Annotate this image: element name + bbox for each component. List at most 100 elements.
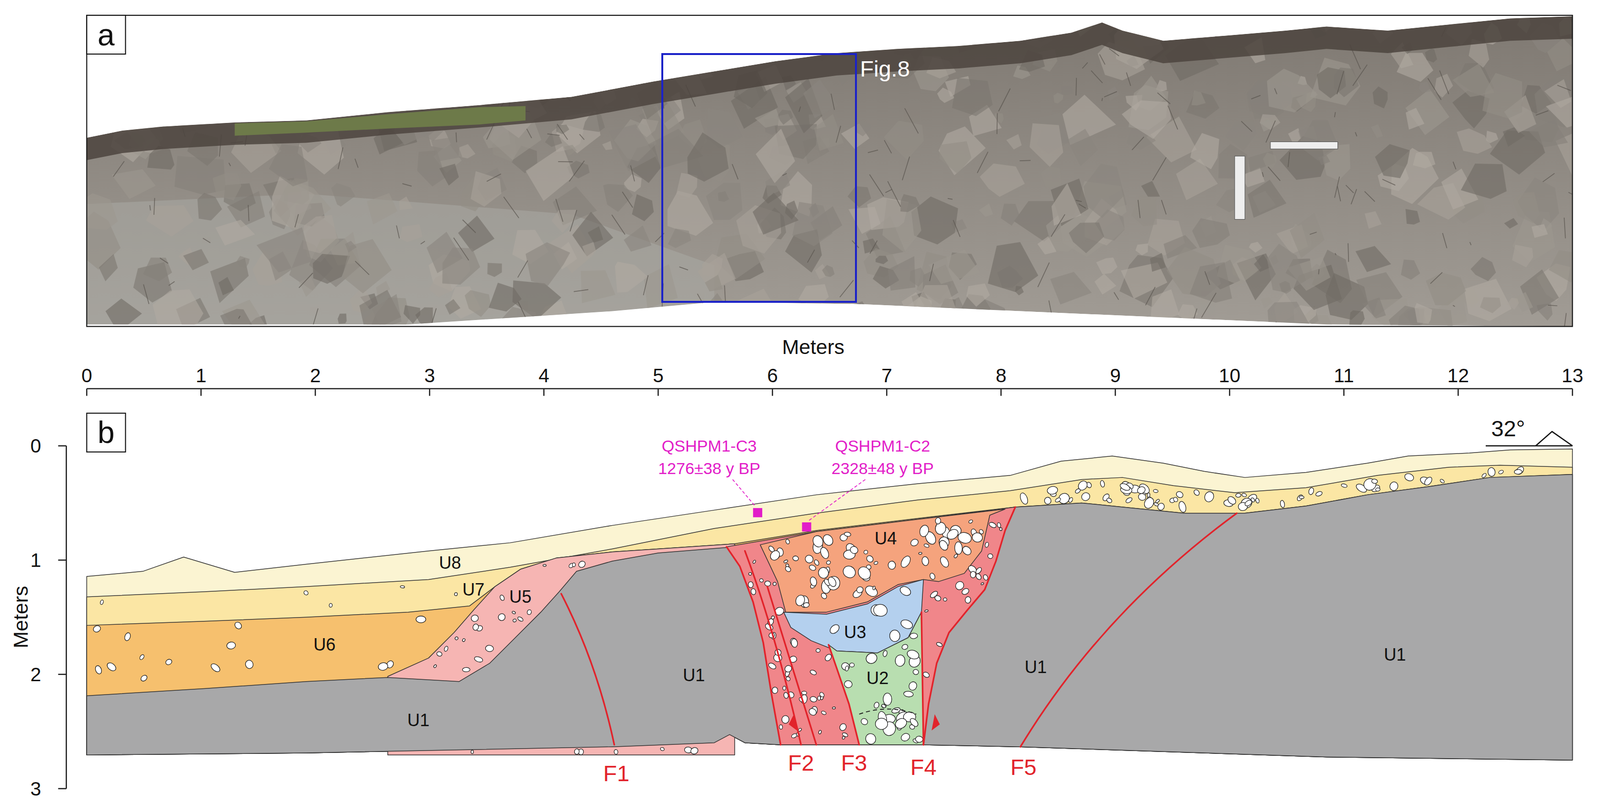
clast	[909, 632, 918, 639]
rock-crack	[1542, 173, 1555, 182]
fault-label: F2	[788, 751, 815, 775]
rock-crack	[977, 151, 988, 173]
rock-crack	[905, 40, 908, 44]
rock-face	[339, 39, 358, 56]
rock-face	[98, 253, 118, 282]
clast	[1255, 497, 1261, 504]
rock-face	[1267, 301, 1310, 336]
rock-crack	[1029, 24, 1043, 32]
clast	[1043, 496, 1052, 505]
sample-label: 2328±48 y BP	[831, 460, 934, 477]
rock-face	[1260, 119, 1275, 132]
rock-face	[904, 295, 932, 322]
scale-bar	[1234, 155, 1245, 220]
rock-face	[1041, 166, 1062, 188]
rock-face	[251, 23, 269, 43]
rock-crack	[1564, 217, 1566, 239]
rock-face	[1190, 132, 1220, 170]
rock-crack	[887, 181, 901, 207]
clast	[1299, 495, 1305, 499]
rock-crack	[248, 204, 250, 221]
rock-crack	[1251, 95, 1261, 99]
clast	[826, 575, 838, 588]
clast	[659, 746, 665, 752]
clast	[92, 624, 102, 634]
rock-face	[1425, 272, 1467, 306]
unit-label: U1	[1024, 658, 1047, 676]
axis-tick	[1114, 388, 1117, 396]
rock-face	[755, 128, 795, 184]
rock-face	[183, 249, 209, 271]
rock-face	[937, 87, 955, 103]
clast	[809, 576, 818, 587]
panel-letter: a	[97, 19, 115, 51]
clast	[690, 746, 700, 756]
rock-crack	[456, 132, 457, 143]
rock-face	[1405, 88, 1450, 136]
rock-crack	[517, 260, 528, 278]
clast	[1315, 490, 1323, 497]
unit-fill	[86, 474, 1573, 760]
rock-face	[1191, 90, 1206, 106]
clast	[1279, 499, 1285, 508]
rock-crack	[679, 266, 689, 271]
rock-crack	[1157, 92, 1171, 104]
topsoil	[86, 16, 1573, 161]
rock-crack	[756, 303, 769, 312]
rock-face	[269, 251, 293, 281]
rock-face	[442, 247, 481, 285]
clast	[1080, 491, 1092, 503]
clast	[881, 703, 887, 709]
clast	[1514, 465, 1526, 476]
unit-fill	[828, 612, 924, 745]
rock-crack	[611, 214, 625, 235]
clast	[770, 615, 776, 620]
rock-crack	[646, 32, 648, 54]
clast	[1155, 498, 1161, 504]
rock-face	[704, 274, 723, 292]
clast	[1177, 500, 1188, 513]
rock-crack	[953, 219, 960, 237]
rock-face	[1192, 218, 1230, 248]
clast	[975, 572, 983, 581]
axis-tick	[1457, 388, 1459, 396]
rock-face	[1185, 90, 1220, 119]
rock-face	[848, 207, 881, 235]
clast	[815, 648, 821, 653]
rock-face	[687, 132, 729, 182]
rock-crack	[229, 162, 231, 166]
rock-face	[98, 85, 125, 114]
rock-crack	[431, 307, 437, 325]
rock-face	[458, 215, 495, 253]
contact-dashed	[859, 708, 917, 714]
clast	[574, 748, 580, 755]
clast	[1439, 478, 1445, 484]
rock-crack	[1350, 188, 1357, 205]
rock-face	[1370, 124, 1383, 139]
rock-face	[1121, 100, 1172, 140]
tick-label: 1	[195, 365, 207, 386]
clast	[443, 645, 449, 652]
rock-face	[1512, 244, 1534, 267]
rock-face	[244, 98, 264, 118]
clast	[825, 559, 832, 565]
clast	[1118, 482, 1131, 492]
rock-face	[142, 257, 173, 282]
clast	[94, 664, 103, 675]
clast	[937, 538, 950, 552]
rock-crack	[453, 237, 470, 261]
rock-face	[798, 284, 830, 309]
clast	[1371, 478, 1379, 484]
rock-crack	[94, 68, 110, 94]
axis-tick	[886, 388, 888, 396]
axis-tick	[1343, 388, 1345, 396]
rock-face	[218, 276, 234, 296]
rock-face	[1189, 262, 1233, 303]
rock-crack	[341, 83, 351, 93]
rock-crack	[1201, 292, 1217, 318]
rock-face	[176, 20, 202, 44]
clast	[771, 686, 778, 694]
rock-crack	[472, 94, 474, 100]
rock-face	[141, 81, 183, 128]
